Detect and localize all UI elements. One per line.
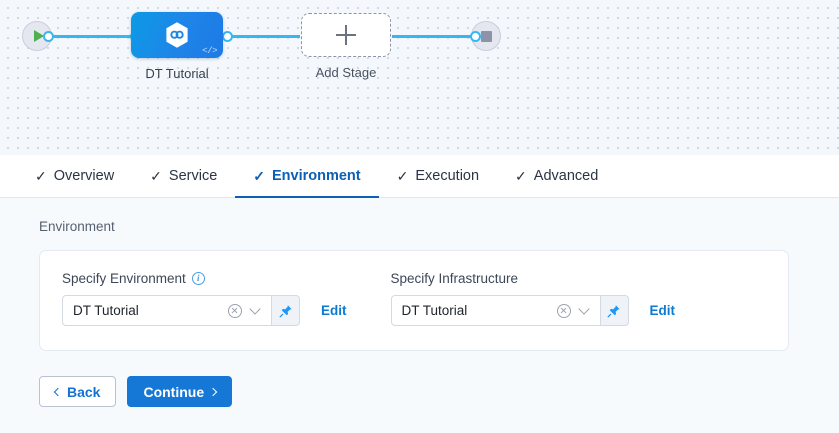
specify-environment-row: DT Tutorial Edit	[62, 295, 347, 326]
chevron-right-icon	[208, 387, 218, 396]
play-icon	[33, 30, 44, 42]
info-icon[interactable]: i	[191, 272, 205, 285]
environment-panel: Environment Specify Environment i DT Tut…	[0, 198, 839, 433]
specify-environment-label: Specify Environment	[62, 271, 186, 286]
tab-environment-label: Environment	[272, 168, 361, 184]
form-footer: Back Continue	[39, 376, 839, 407]
plus-icon-vertical	[345, 25, 347, 45]
environment-select-value: DT Tutorial	[73, 303, 139, 318]
tab-service-label: Service	[168, 168, 218, 184]
back-button-label: Back	[67, 383, 101, 400]
continue-button-label: Continue	[143, 383, 205, 400]
specify-infrastructure-group: Specify Infrastructure DT Tutorial	[390, 271, 676, 326]
environment-edit-link[interactable]: Edit	[321, 303, 347, 318]
stage-node-label: DT Tutorial	[145, 66, 209, 81]
pipeline-canvas[interactable]: </> DT Tutorial Add Stage	[0, 0, 839, 155]
chevron-down-icon[interactable]	[249, 302, 261, 315]
start-node-output-port[interactable]	[43, 31, 54, 42]
tab-execution-label: Execution	[415, 168, 480, 184]
specify-environment-group: Specify Environment i DT Tutorial	[62, 271, 347, 326]
code-badge-icon: </>	[202, 46, 217, 56]
end-node-input-port[interactable]	[470, 31, 481, 42]
tab-advanced[interactable]: ✓ Advanced	[497, 155, 616, 198]
add-stage-label: Add Stage	[315, 65, 377, 80]
check-icon: ✓	[150, 168, 162, 184]
infrastructure-pin-button[interactable]	[600, 295, 629, 326]
tab-overview[interactable]: ✓ Overview	[17, 155, 132, 198]
connector-line-stage-to-add	[228, 35, 300, 38]
add-stage-button[interactable]	[301, 13, 391, 57]
tab-advanced-label: Advanced	[533, 168, 599, 184]
environment-pin-button[interactable]	[272, 295, 300, 326]
environment-select[interactable]: DT Tutorial	[62, 295, 272, 326]
back-button[interactable]: Back	[39, 376, 117, 407]
tab-overview-label: Overview	[53, 168, 115, 184]
continue-button[interactable]: Continue	[127, 376, 233, 407]
section-title: Environment	[39, 219, 115, 234]
tab-service[interactable]: ✓ Service	[132, 155, 235, 198]
connector-line-start-to-stage	[44, 35, 136, 38]
pin-icon	[279, 304, 292, 317]
stage-tab-bar: ✓ Overview ✓ Service ✓ Environment ✓ Exe…	[0, 155, 839, 199]
environment-card: Specify Environment i DT Tutorial	[39, 250, 789, 351]
clear-icon[interactable]	[556, 303, 571, 318]
pin-icon	[607, 304, 620, 317]
check-icon: ✓	[396, 168, 409, 184]
chevron-left-icon	[53, 387, 63, 396]
check-icon: ✓	[253, 168, 265, 184]
stage-node-output-port[interactable]	[222, 31, 233, 42]
stop-icon	[480, 30, 492, 42]
end-node[interactable]	[471, 21, 501, 51]
stage-node-dt-tutorial[interactable]: </>	[131, 12, 223, 58]
specify-infrastructure-label-row: Specify Infrastructure	[391, 271, 676, 286]
tab-environment[interactable]: ✓ Environment	[235, 155, 379, 199]
infrastructure-select-value: DT Tutorial	[401, 303, 468, 318]
clear-icon[interactable]	[228, 303, 242, 318]
check-icon: ✓	[515, 168, 527, 184]
hexagon-link-icon	[166, 22, 188, 48]
connector-line-add-to-end	[392, 35, 476, 38]
chevron-down-icon[interactable]	[577, 302, 590, 315]
specify-environment-label-row: Specify Environment i	[62, 271, 347, 286]
specify-infrastructure-label: Specify Infrastructure	[390, 271, 519, 286]
check-icon: ✓	[35, 168, 47, 184]
specify-infrastructure-row: DT Tutorial Edit	[390, 295, 676, 326]
infrastructure-select[interactable]: DT Tutorial	[390, 295, 601, 326]
infrastructure-edit-link[interactable]: Edit	[649, 303, 676, 318]
tab-execution[interactable]: ✓ Execution	[379, 155, 497, 198]
